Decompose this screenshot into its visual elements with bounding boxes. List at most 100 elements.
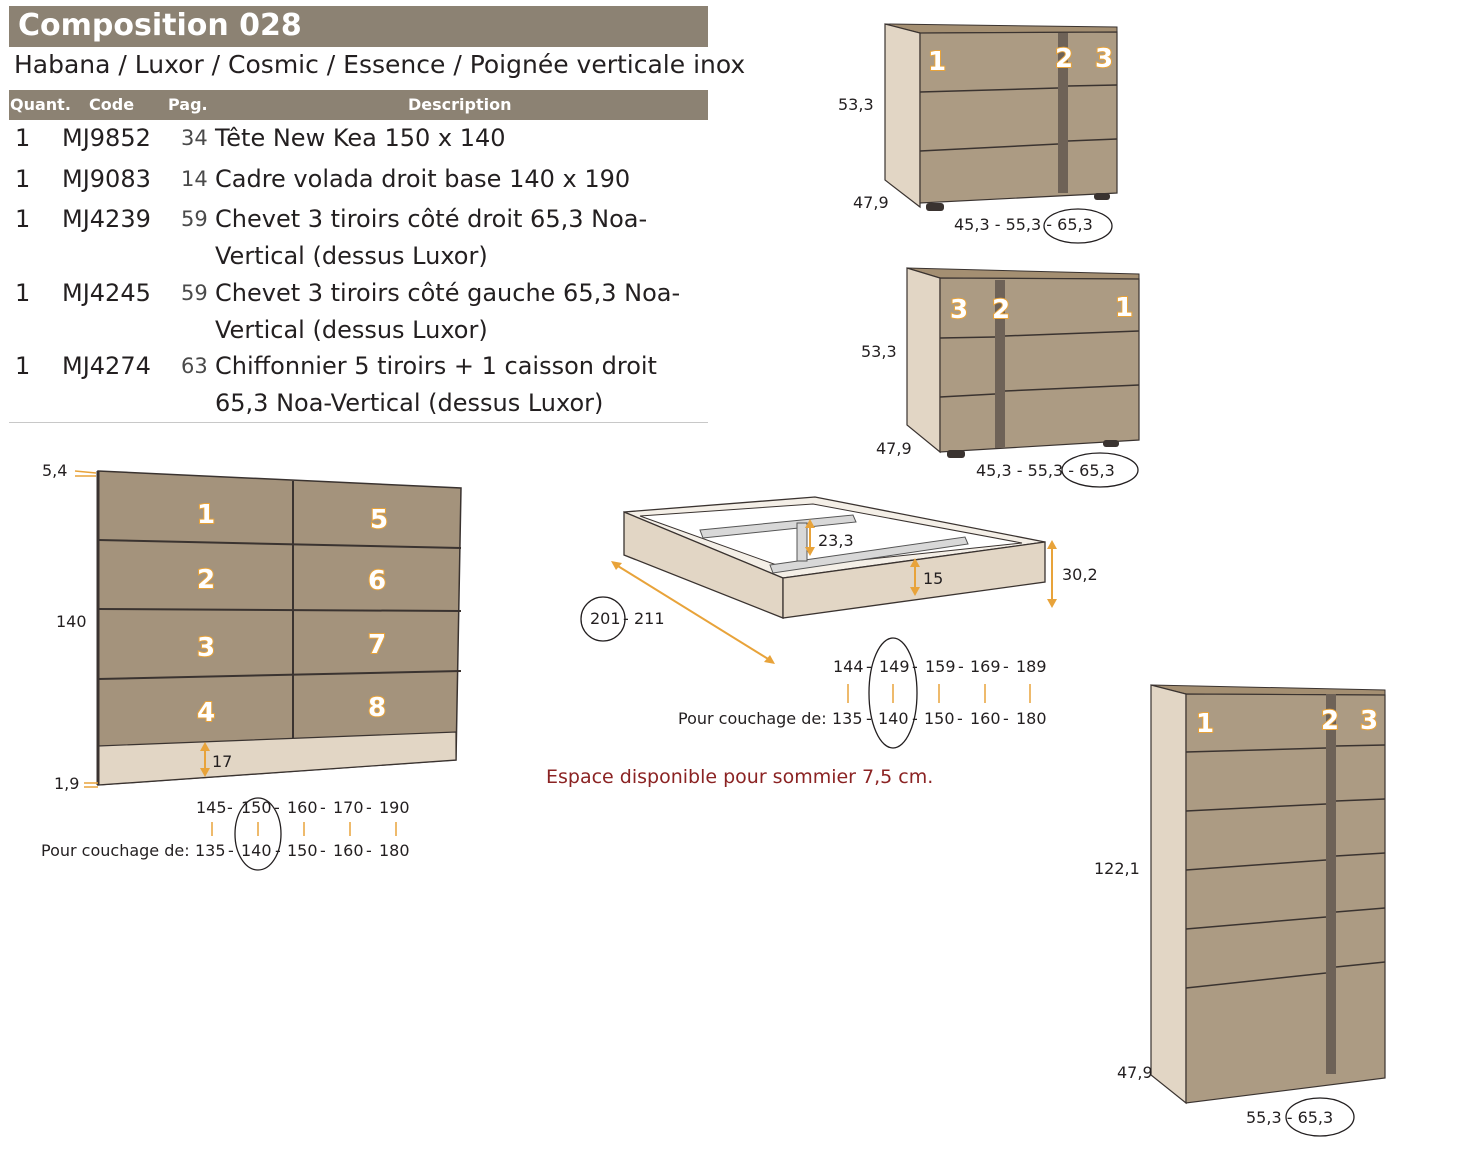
panel-number: 3 [197, 633, 215, 663]
drawer-number: 2 [992, 295, 1010, 325]
row-page: 59 [181, 207, 208, 231]
svg-text:-: - [957, 709, 963, 728]
row-code: MJ4274 [62, 352, 151, 380]
bed-dim-side: 15 [923, 569, 943, 588]
svg-text:-: - [320, 841, 326, 860]
row-code: MJ9083 [62, 165, 151, 193]
svg-text:-: - [866, 709, 872, 728]
panel-number: 1 [197, 500, 215, 530]
headboard-drawing: 1 2 3 4 5 6 7 8 5,4 140 1,9 17 145 - 150… [41, 461, 462, 871]
column-header-code: Code [89, 95, 135, 114]
svg-text:-: - [366, 798, 372, 817]
bed-width: 159 [925, 657, 956, 676]
headboard-dim-height: 140 [56, 612, 87, 631]
chevet-right-depth: 47,9 [853, 193, 889, 212]
row-page: 14 [181, 167, 208, 191]
bed-couchage: 160 [970, 709, 1001, 728]
bed-length: 201 [590, 609, 621, 628]
bed-length: 211 [634, 609, 665, 628]
headboard-couchage: 135 [195, 841, 226, 860]
headboard-width: 190 [379, 798, 410, 817]
svg-text:-: - [958, 657, 964, 676]
svg-text:-: - [912, 657, 918, 676]
bed-width: 144 [833, 657, 864, 676]
headboard-couchage: 180 [379, 841, 410, 860]
headboard-couchage: 150 [287, 841, 318, 860]
chiffonnier-widths: 55,3 - 65,3 [1246, 1108, 1333, 1127]
drawer-number: 1 [1196, 709, 1214, 739]
drawer-number: 3 [950, 295, 968, 325]
row-quantity: 1 [15, 124, 31, 152]
column-header-quantity: Quant. [10, 95, 71, 114]
row-code: MJ4245 [62, 279, 151, 307]
row-quantity: 1 [15, 352, 31, 380]
chevet-left-height: 53,3 [861, 342, 897, 361]
svg-text:-: - [228, 841, 234, 860]
row-page: 34 [181, 126, 208, 150]
chevet-left-widths: 45,3 - 55,3 - 65,3 [976, 461, 1115, 480]
row-description: Chiffonnier 5 tiroirs + 1 caisson droit … [215, 352, 657, 417]
panel-number: 4 [197, 698, 215, 728]
panel-number: 7 [368, 630, 386, 660]
row-quantity: 1 [15, 279, 31, 307]
headboard-width: 170 [333, 798, 364, 817]
svg-text:-: - [274, 798, 280, 817]
svg-text:-: - [623, 609, 629, 628]
chevet-left-depth: 47,9 [876, 439, 912, 458]
chevet-right-widths: 45,3 - 55,3 - 65,3 [954, 215, 1093, 234]
bed-couchage: 140 [878, 709, 909, 728]
svg-text:-: - [866, 657, 872, 676]
column-header-description: Description [408, 95, 512, 114]
svg-text:-: - [227, 798, 233, 817]
drawer-number: 2 [1321, 706, 1339, 736]
bed-dim-inner: 23,3 [818, 531, 854, 550]
chevet-right-height: 53,3 [838, 95, 874, 114]
panel-number: 8 [368, 693, 386, 723]
svg-text:-: - [320, 798, 326, 817]
headboard-couchage-label: Pour couchage de: [41, 841, 190, 860]
chevet-left-drawing: 3 2 1 53,3 47,9 45,3 - 55,3 - 65,3 [861, 267, 1140, 488]
headboard-dim-top: 5,4 [42, 461, 67, 480]
bed-couchage-label: Pour couchage de: [678, 709, 827, 728]
row-quantity: 1 [15, 205, 31, 233]
row-description: Chevet 3 tiroirs côté gauche 65,3 Noa-Ve… [215, 279, 681, 344]
drawer-number: 1 [1115, 293, 1133, 323]
title-banner: Composition 028 [9, 6, 708, 47]
headboard-width: 145 [196, 798, 227, 817]
row-code: MJ9852 [62, 124, 151, 152]
chiffonnier-depth: 47,9 [1117, 1063, 1153, 1082]
drawer-number: 3 [1095, 44, 1113, 74]
drawer-number: 2 [1055, 44, 1073, 74]
headboard-dim-bottom: 1,9 [54, 774, 79, 793]
page-title: Composition 028 [18, 8, 302, 43]
svg-text:-: - [1003, 709, 1009, 728]
chevet-right-drawing: 1 2 3 53,3 47,9 45,3 - 55,3 - 65,3 [838, 23, 1118, 244]
selected-size-ring [234, 797, 282, 871]
headboard-couchage: 140 [241, 841, 272, 860]
panel-number: 6 [368, 566, 386, 596]
panel-number: 5 [370, 505, 388, 535]
row-description: Cadre volada droit base 140 x 190 [215, 165, 631, 193]
row-description: Tête New Kea 150 x 140 [215, 124, 506, 152]
svg-text:-: - [1003, 657, 1009, 676]
drawer-number: 3 [1360, 706, 1378, 736]
headboard-dim-base: 17 [212, 752, 232, 771]
chiffonnier-drawing: 1 2 3 122,1 47,9 55,3 - 65,3 [1094, 684, 1386, 1137]
table-header: Quant. Code Pag. Description [9, 90, 708, 120]
headboard-couchage: 160 [333, 841, 364, 860]
bed-couchage: 150 [924, 709, 955, 728]
chiffonnier-height: 122,1 [1094, 859, 1140, 878]
row-page: 59 [181, 281, 208, 305]
selected-size-ring [868, 637, 918, 749]
headboard-width: 160 [287, 798, 318, 817]
row-description: Chevet 3 tiroirs côté droit 65,3 Noa-Ver… [215, 205, 648, 270]
bed-couchage: 135 [832, 709, 863, 728]
row-code: MJ4239 [62, 205, 151, 233]
bed-frame-drawing: 23,3 15 30,2 201 - 211 144 - 149 - 159 -… [580, 496, 1098, 749]
sommier-note: Espace disponible pour sommier 7,5 cm. [546, 766, 934, 788]
table-bottom-rule [9, 422, 708, 423]
bed-couchage: 180 [1016, 709, 1047, 728]
bed-width: 149 [879, 657, 910, 676]
row-page: 63 [181, 354, 208, 378]
